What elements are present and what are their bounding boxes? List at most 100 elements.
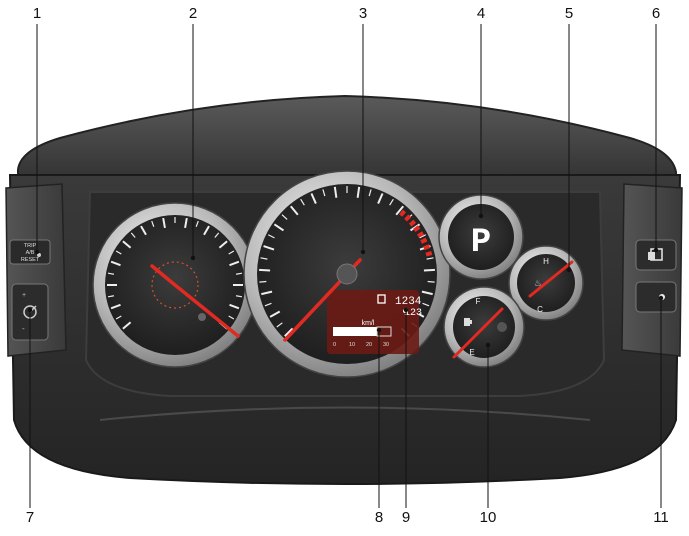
trip-button-label-2: A/B [26, 250, 35, 256]
coolant-icon: ♨ [534, 278, 542, 288]
callout-3: 3 [358, 5, 368, 22]
speedometer-tick [395, 205, 404, 216]
tachometer-ticks [107, 217, 243, 330]
speedometer-tick [421, 290, 433, 296]
speedometer-tick [322, 189, 326, 197]
callout-1: 1 [32, 5, 42, 22]
display-doc-icon [377, 294, 386, 304]
speedometer-tick [409, 223, 421, 232]
speedometer-tick [281, 214, 288, 220]
tachometer-needle-tail [150, 264, 177, 287]
trip-reset-button[interactable] [9, 239, 51, 265]
tachometer-tick [115, 250, 122, 255]
multi-info-display [327, 290, 419, 354]
lower-trim-line [99, 406, 591, 421]
callout-9: 9 [401, 509, 411, 526]
callout-11: 11 [653, 509, 669, 526]
tachometer-tick [140, 225, 147, 236]
speedometer-tick [259, 280, 267, 283]
temp-needle-tail [528, 281, 548, 298]
tachometer-tick [235, 272, 243, 275]
callout-5: 5 [564, 5, 574, 22]
fuel-economy-tick-2: 20 [366, 342, 372, 348]
speedometer-tick [290, 205, 299, 216]
odometer-line-1: 1234 [395, 296, 422, 308]
speedometer-tick [264, 302, 272, 307]
speedometer-tick [426, 257, 434, 260]
tachometer-tick [110, 260, 121, 267]
rocker-down-mark: - [22, 324, 25, 333]
callout-dots [27, 213, 664, 348]
speedometer-tick [422, 302, 430, 307]
tachometer-tick [229, 303, 240, 310]
display-select-button[interactable] [635, 281, 677, 313]
gear-position-letter: P [471, 224, 491, 262]
speedometer: km/l 0 10 20 30 1234 123 [243, 170, 451, 378]
tachometer [92, 202, 258, 368]
speedometer-tick [276, 322, 283, 328]
tachometer-red-dot-ring [151, 261, 199, 309]
tachometer-tick [229, 260, 240, 267]
temp-cold-label: C [537, 305, 543, 314]
tachometer-hub [198, 313, 206, 321]
fuel-needle [452, 325, 486, 359]
cluster-hood [17, 94, 677, 191]
speedometer-tick [259, 268, 271, 272]
speedometer-tick [273, 223, 285, 232]
fuel-economy-tick-0: 0 [333, 342, 336, 348]
fuel-economy-bar-track [376, 326, 392, 337]
speedometer-tick [389, 198, 394, 206]
trip-button-label-1: TRIP [24, 243, 37, 249]
trip-button-dot [37, 253, 41, 257]
fuel-economy-unit: km/l [362, 320, 375, 327]
temp-high-label: H [543, 257, 549, 266]
fuel-economy-tick-1: 10 [349, 342, 355, 348]
speedometer-redline [399, 209, 433, 259]
trip-button-label-3: RESET [21, 257, 40, 263]
tachometer-tick [115, 315, 122, 320]
speedometer-tick [310, 193, 317, 204]
tachometer-needle [173, 283, 240, 338]
fuel-economy-tick-3: 30 [383, 342, 389, 348]
fuel-needle-tail [482, 307, 504, 329]
speedometer-tick [300, 198, 305, 206]
speedometer-tick [260, 257, 268, 260]
tachometer-tick [107, 272, 115, 275]
fuel-economy-bar [333, 327, 377, 336]
callout-4: 4 [476, 5, 486, 22]
temp-needle [544, 260, 574, 285]
odometer-line-2: 123 [404, 308, 422, 319]
tachometer-tick [184, 217, 188, 229]
callout-7: 7 [25, 509, 35, 526]
callout-leader-lines [29, 24, 662, 508]
speedometer-tick [263, 245, 275, 251]
tachometer-tick [122, 240, 132, 249]
speedometer-needle [283, 272, 349, 342]
speedometer-tick [419, 234, 427, 239]
tachometer-tick [235, 295, 243, 298]
fuel-pump-icon [464, 318, 472, 326]
tachometer-tick [130, 232, 136, 238]
tachometer-tick [110, 303, 121, 310]
callout-6: 6 [651, 5, 661, 22]
tachometer-tick [107, 295, 115, 298]
rocker-up-mark: + [22, 292, 26, 299]
speedometer-tick [423, 268, 435, 272]
tachometer-tick [228, 250, 235, 255]
speedometer-tick [267, 234, 275, 239]
speedometer-tick [377, 193, 384, 204]
tachometer-tick [122, 321, 132, 330]
speedometer-tick [261, 290, 273, 296]
callout-2: 2 [188, 5, 198, 22]
tachometer-tick [151, 220, 155, 227]
speedometer-tick [368, 189, 372, 197]
tachometer-tick [228, 315, 235, 320]
tachometer-tick [203, 225, 210, 236]
speedometer-tick [333, 186, 338, 198]
tachometer-tick [218, 240, 228, 249]
tachometer-tick [162, 217, 166, 229]
callout-10: 10 [479, 509, 497, 526]
speedometer-hub [336, 263, 358, 285]
